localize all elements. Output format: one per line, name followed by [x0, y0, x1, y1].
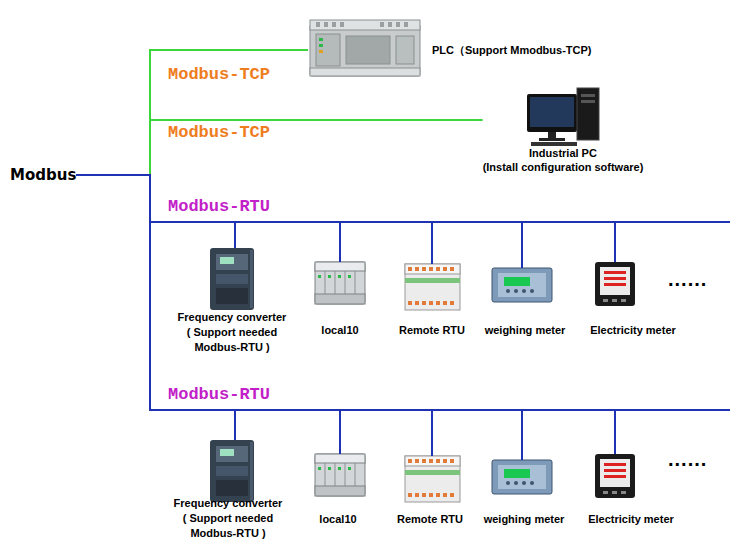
node-label: (Install configuration software) [483, 160, 644, 174]
bus-label: Modbus-TCP [168, 65, 270, 85]
weighing-meter: weighing meter [485, 268, 566, 338]
continuation-dots: ...... [668, 268, 707, 290]
continuation-dots: ...... [668, 448, 707, 470]
remote-rtu: Remote RTU [397, 456, 463, 527]
icon-space [611, 454, 651, 512]
icon-space [313, 454, 363, 512]
node-label: local10 [321, 323, 358, 338]
meter-icon [595, 262, 635, 306]
node-label: weighing meter [484, 512, 565, 527]
rtu-link [76, 175, 432, 456]
node-label: local10 [319, 512, 356, 527]
weighing-meter: weighing meter [484, 460, 565, 527]
electricity-meter: Electricity meter [588, 454, 674, 527]
io-module: local10 [315, 262, 365, 338]
io-module: local10 [313, 454, 363, 527]
icon-space [402, 456, 457, 512]
electricity-meter: Electricity meter [590, 262, 676, 338]
tcp-link [76, 50, 308, 175]
node-label: ( Support needed Modbus-RTU ) [172, 511, 284, 541]
converter-icon [210, 248, 254, 310]
rtu-link [76, 175, 615, 454]
remote-rtu: Remote RTU [399, 264, 465, 338]
icon-space [308, 18, 428, 82]
node-label: Electricity meter [590, 323, 676, 338]
plc-device: PLC（Support Mmodbus-TCP) [308, 18, 591, 82]
rtu-link [76, 175, 340, 454]
icon-space [315, 262, 365, 323]
bus-label: Modbus-RTU [168, 197, 270, 217]
converter-icon [210, 440, 254, 502]
pc-icon [527, 88, 599, 146]
node-label: Frequency converter [178, 310, 287, 325]
meter-icon [595, 454, 635, 498]
icon-space [613, 262, 653, 323]
io-icon [315, 262, 365, 304]
node-label: ( Support needed Modbus-RTU ) [176, 325, 288, 355]
industrial-pc: Industrial PC(Install configuration soft… [483, 88, 644, 174]
plc-icon [310, 20, 420, 76]
node-label: Remote RTU [397, 512, 463, 527]
icon-space [209, 248, 255, 310]
node-label: Modbus [10, 165, 76, 185]
node-label: weighing meter [485, 323, 566, 338]
frequency-converter: Frequency converter( Support needed Modb… [176, 248, 288, 355]
node-label: Frequency converter [174, 496, 283, 511]
node-label: Industrial PC [529, 146, 597, 160]
icon-space [527, 88, 599, 146]
network-root: Modbus [10, 165, 76, 185]
rtu-link [76, 175, 432, 264]
icon-space [495, 268, 555, 323]
rtu-link [76, 175, 340, 262]
bus-label: Modbus-TCP [168, 123, 270, 143]
node-label: Electricity meter [588, 512, 674, 527]
rtu-icon [405, 264, 460, 310]
icon-space [205, 440, 251, 496]
bus-label: Modbus-RTU [168, 385, 270, 405]
node-label: Remote RTU [399, 323, 465, 338]
icon-space [404, 264, 459, 323]
rtu-link [76, 175, 615, 262]
rtu-icon [405, 456, 460, 502]
icon-space [494, 460, 554, 512]
io-icon [315, 454, 365, 496]
rtu-link [76, 175, 522, 460]
tcp-link [76, 120, 482, 175]
frequency-converter: Frequency converter( Support needed Modb… [172, 440, 284, 541]
scale-icon [492, 460, 552, 494]
node-label: PLC（Support Mmodbus-TCP) [432, 43, 591, 58]
scale-icon [492, 268, 552, 302]
